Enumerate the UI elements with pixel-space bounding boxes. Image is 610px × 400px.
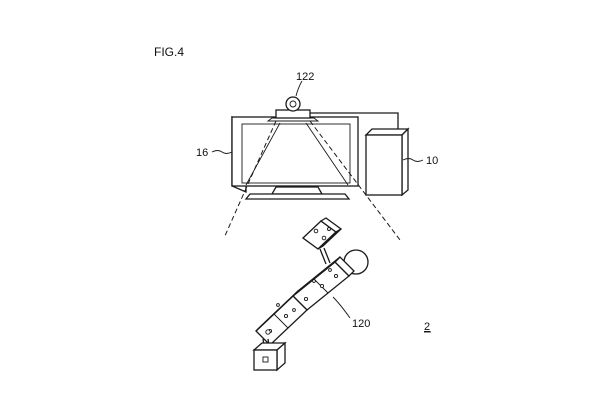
display-stand <box>246 194 349 199</box>
console-box <box>366 129 408 195</box>
figure-title: FIG.4 <box>154 45 184 59</box>
base-block-front <box>254 350 277 370</box>
camera-body <box>286 97 300 111</box>
label-camera: 122 <box>296 71 314 83</box>
display-neck <box>272 187 322 194</box>
camera <box>268 97 318 121</box>
leader-display <box>212 151 232 154</box>
display-monitor <box>232 117 358 199</box>
console-side <box>402 129 408 195</box>
console-top <box>366 129 408 135</box>
label-display: 16 <box>196 147 208 159</box>
label-system: 2 <box>424 321 430 333</box>
articulated-device <box>254 218 368 370</box>
lower-segment-front <box>256 296 307 345</box>
leader-camera <box>296 81 302 96</box>
label-console: 10 <box>426 155 438 167</box>
label-device: 120 <box>352 318 370 330</box>
leader-device <box>333 297 350 318</box>
console-front <box>366 135 402 195</box>
